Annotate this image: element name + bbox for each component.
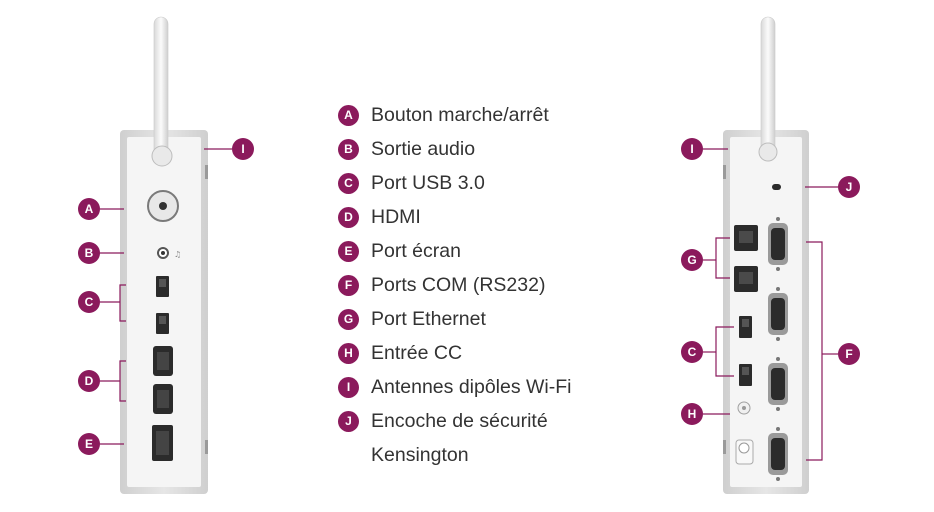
- front-panel-face: [127, 137, 201, 487]
- front-panel-device: ♫: [100, 16, 232, 494]
- legend-badge: F: [338, 274, 359, 296]
- legend-label: Port Ethernet: [371, 307, 486, 330]
- legend-label: Port USB 3.0: [371, 171, 485, 194]
- legend-label: Ports COM (RS232): [371, 273, 546, 296]
- kensington-slot: [772, 184, 781, 190]
- callout-left-d: D: [78, 370, 100, 392]
- legend-label: Entrée CC: [371, 341, 463, 364]
- com-port: [768, 287, 788, 341]
- legend-label: Encoche de sécurité: [371, 409, 548, 432]
- back-panel-face: [730, 137, 802, 487]
- com-port: [768, 357, 788, 411]
- legend-label: Antennes dipôles Wi-Fi: [371, 375, 572, 398]
- legend-label: Bouton marche/arrêt: [371, 103, 549, 126]
- legend-item: A Bouton marche/arrêt: [338, 98, 618, 132]
- legend-item: F Ports COM (RS232): [338, 268, 618, 302]
- legend-badge: A: [338, 104, 359, 126]
- callout-right-g: G: [681, 249, 703, 271]
- legend-badge: D: [338, 206, 359, 228]
- legend-badge: J: [338, 410, 359, 432]
- callout-left-b: B: [78, 242, 100, 264]
- callout-right-h: H: [681, 403, 703, 425]
- back-antenna: [760, 16, 776, 158]
- com-port: [768, 217, 788, 271]
- front-antenna: [153, 16, 169, 158]
- callout-left-a: A: [78, 198, 100, 220]
- callout-right-f: F: [838, 343, 860, 365]
- legend-badge: G: [338, 308, 359, 330]
- callout-right-i: I: [681, 138, 703, 160]
- legend-item: C Port USB 3.0: [338, 166, 618, 200]
- legend-item: J Encoche de sécurité: [338, 404, 618, 438]
- legend: A Bouton marche/arrêt B Sortie audio C Port…: [338, 98, 618, 472]
- legend-badge: H: [338, 342, 359, 364]
- legend-item: H Entrée CC: [338, 336, 618, 370]
- legend-label: Sortie audio: [371, 137, 476, 160]
- legend-label: Kensington: [371, 443, 469, 466]
- legend-item: G Port Ethernet: [338, 302, 618, 336]
- com-port: [768, 427, 788, 481]
- back-panel-device: [703, 16, 838, 494]
- legend-label: Port écran: [371, 239, 461, 262]
- legend-label: HDMI: [371, 205, 421, 228]
- callout-right-j: J: [838, 176, 860, 198]
- legend-item: B Sortie audio: [338, 132, 618, 166]
- legend-badge: C: [338, 172, 359, 194]
- legend-badge: I: [338, 376, 359, 398]
- legend-item: D HDMI: [338, 200, 618, 234]
- callout-left-c: C: [78, 291, 100, 313]
- svg-text:♫: ♫: [174, 250, 181, 259]
- callout-left-i: I: [232, 138, 254, 160]
- legend-item: I Antennes dipôles Wi-Fi: [338, 370, 618, 404]
- callout-right-c: C: [681, 341, 703, 363]
- legend-item-continuation: Kensington: [338, 438, 618, 472]
- legend-badge: B: [338, 138, 359, 160]
- legend-item: E Port écran: [338, 234, 618, 268]
- callout-left-e: E: [78, 433, 100, 455]
- legend-badge: E: [338, 240, 359, 262]
